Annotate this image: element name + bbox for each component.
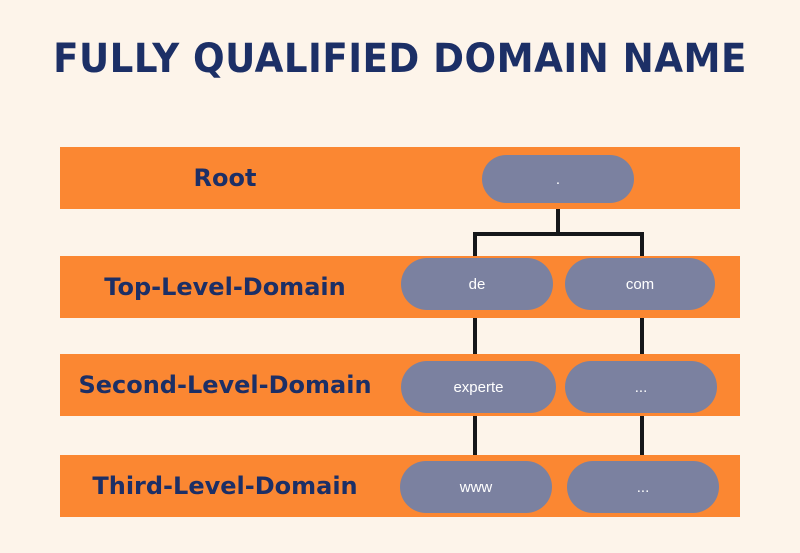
row-label-second-level-domain: Second-Level-Domain <box>78 371 372 399</box>
node-thld-ellipsis-label: ... <box>636 478 650 496</box>
node-sld-ellipsis: ... <box>565 361 717 413</box>
node-thld-www-label: www <box>459 478 493 496</box>
node-root-dot: . <box>482 155 634 203</box>
node-tld-de: de <box>401 258 553 310</box>
connector-root-stem <box>556 203 560 235</box>
node-tld-de-label: de <box>468 275 486 293</box>
connector-root-to-de <box>473 232 477 262</box>
node-thld-ellipsis: ... <box>567 461 719 513</box>
node-root-dot-label: . <box>555 170 561 188</box>
row-label-third-level-domain: Third-Level-Domain <box>92 472 358 500</box>
connector-root-to-com <box>640 232 644 262</box>
connector-experte-to-www <box>473 408 477 468</box>
connector-de-to-experte <box>473 305 477 367</box>
node-tld-com: com <box>565 258 715 310</box>
page-title: FULLY QUALIFIED DOMAIN NAME <box>53 36 747 82</box>
connector-com-to-sld2 <box>640 305 644 367</box>
node-thld-www: www <box>400 461 552 513</box>
row-label-root: Root <box>193 164 257 192</box>
connector-sld2-to-thld2 <box>640 408 644 468</box>
node-tld-com-label: com <box>625 275 655 293</box>
node-sld-experte: experte <box>401 361 556 413</box>
connector-root-crossbar <box>473 232 644 236</box>
node-sld-experte-label: experte <box>453 378 504 396</box>
row-label-top-level-domain: Top-Level-Domain <box>104 273 346 301</box>
node-sld-ellipsis-label: ... <box>634 378 648 396</box>
